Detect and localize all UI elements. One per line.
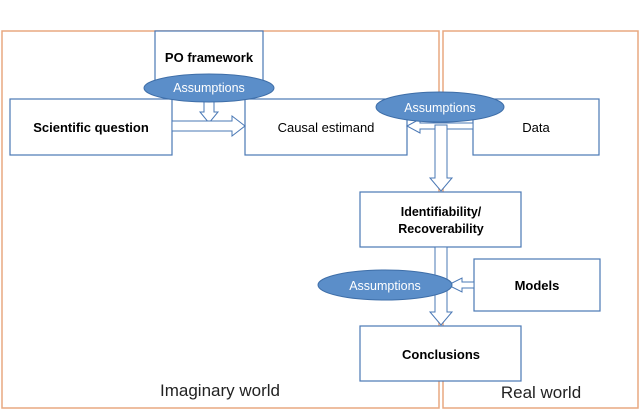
- assumptions-label-3: Assumptions: [349, 279, 421, 293]
- models-label: Models: [515, 278, 560, 293]
- imaginary-world-label: Imaginary world: [160, 381, 280, 400]
- assumptions-ellipse-1: [143, 73, 275, 103]
- arrow-estimand-to-identifiability: [428, 124, 454, 192]
- assumptions-label-1: Assumptions: [173, 81, 245, 95]
- identifiability-box: [359, 191, 522, 248]
- arrow-models-to-center: [446, 277, 475, 293]
- scientific-question-box: [9, 98, 173, 156]
- identifiability-label-line2: Recoverability: [398, 222, 484, 236]
- assumptions-label-2: Assumptions: [404, 101, 476, 115]
- scientific-question-label: Scientific question: [33, 120, 149, 135]
- po-framework-label: PO framework: [165, 50, 254, 65]
- arrow-question-to-estimand: [171, 114, 246, 138]
- identifiability-label-line1: Identifiability/: [401, 205, 482, 219]
- arrow-po-down: [198, 99, 220, 124]
- assumptions-ellipse-2: [375, 91, 505, 123]
- causal-estimand-label: Causal estimand: [278, 120, 375, 135]
- data-label: Data: [522, 120, 550, 135]
- conclusions-box: [359, 325, 522, 382]
- assumptions-ellipse-3: [317, 269, 453, 301]
- real-world-label: Real world: [501, 383, 581, 402]
- conclusions-label: Conclusions: [402, 347, 480, 362]
